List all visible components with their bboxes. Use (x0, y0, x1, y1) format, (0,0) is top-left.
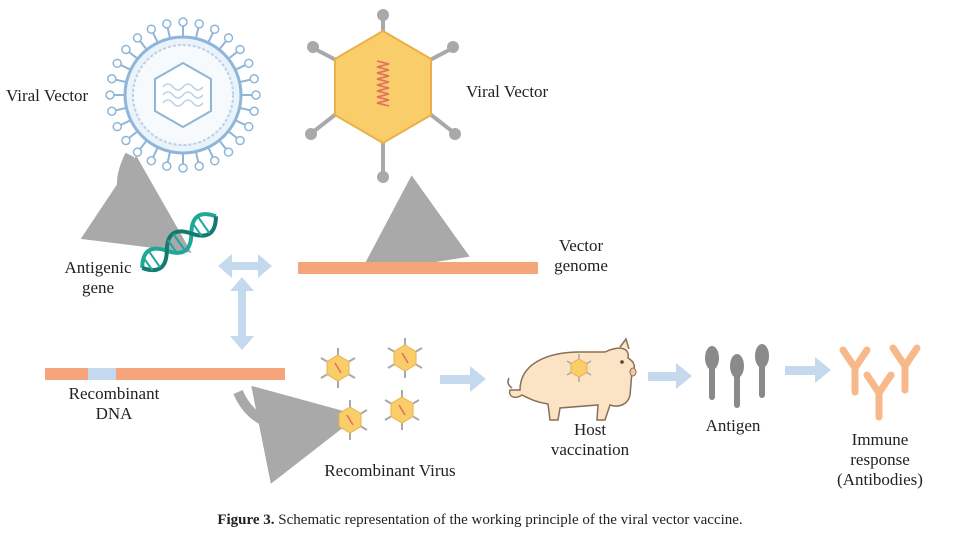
antigen-icons (705, 344, 769, 408)
arrow-host-to-antigen (648, 363, 692, 389)
diagram-canvas (45, 9, 921, 484)
caption-text: Schematic representation of the working … (274, 512, 743, 528)
arrow-virus-to-host (440, 366, 486, 392)
enveloped-viral-vector-icon (105, 17, 261, 173)
blue-double-arrow-horizontal (218, 254, 272, 278)
arrow-envelope-to-gene (80, 152, 192, 253)
label-antigenic-gene: Antigenic gene (64, 258, 132, 297)
label-recombinant-virus: Recombinant Virus (324, 461, 456, 480)
pig-icon (507, 337, 637, 421)
antigenic-gene-dna-icon (140, 212, 218, 273)
caption-label: Figure 3. (217, 512, 275, 528)
arrow-dna-to-virus (233, 385, 360, 484)
arrow-antigen-to-antibody (785, 357, 831, 383)
recombinant-dna-bar (45, 368, 285, 380)
blue-double-arrow-vertical (230, 277, 254, 350)
label-recombinant-dna: Recombinant DNA (68, 384, 160, 423)
vector-genome-bar (298, 262, 538, 274)
label-immune-response: Immune response (Antibodies) (837, 430, 923, 489)
figure-caption: Figure 3. Schematic representation of th… (0, 512, 960, 529)
capsid-viral-vector-icon (305, 9, 461, 183)
label-vector-genome: Vector genome (554, 236, 608, 275)
label-viral-vector-right: Viral Vector (466, 82, 549, 101)
recombinant-virus-particle (320, 348, 356, 388)
recombinant-virus-particle (332, 400, 368, 440)
recombinant-virus-particle (387, 338, 423, 378)
antibody-icons (839, 344, 921, 421)
label-antigen: Antigen (705, 416, 761, 435)
arrow-capsid-to-genome (359, 175, 470, 275)
label-host-vaccination: Host vaccination (550, 420, 630, 459)
label-viral-vector-left: Viral Vector (6, 86, 89, 105)
recombinant-virus-group (320, 338, 423, 440)
recombinant-virus-particle (384, 390, 420, 430)
